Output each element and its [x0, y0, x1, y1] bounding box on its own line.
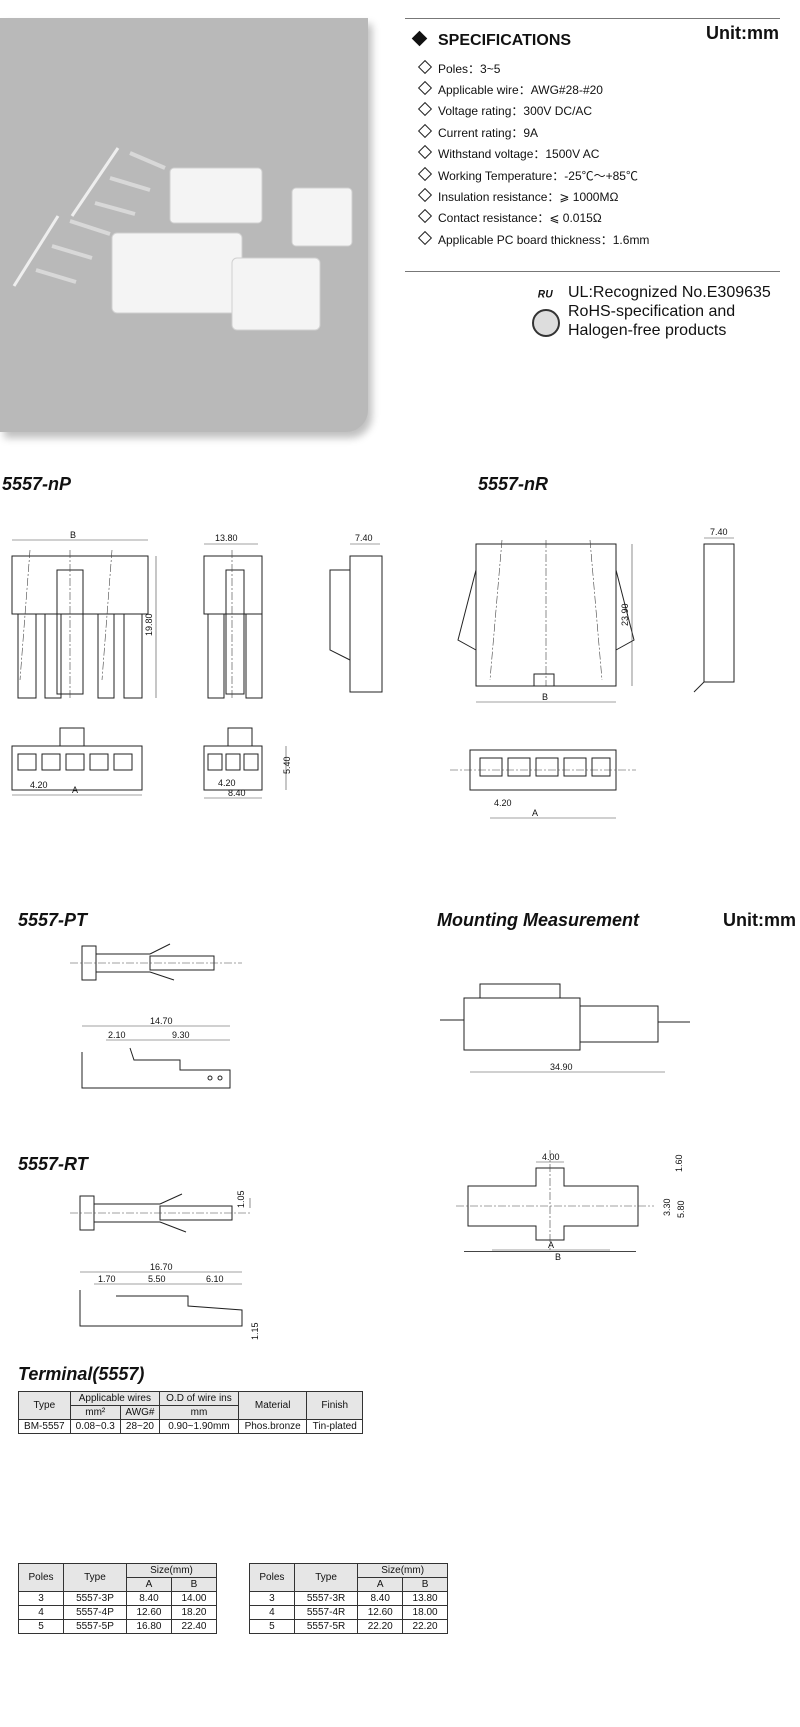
diamond-icon — [417, 230, 433, 246]
diamond-icon — [417, 123, 433, 139]
diamond-icon — [417, 101, 433, 117]
title-5557-rt: 5557-RT — [18, 1154, 88, 1174]
product-photo-panel — [0, 18, 368, 432]
svg-text:16.70: 16.70 — [150, 1262, 173, 1272]
svg-text:3.30: 3.30 — [662, 1198, 672, 1216]
svg-text:4.00: 4.00 — [542, 1152, 560, 1162]
spec-item: Poles：3~5 — [417, 59, 500, 77]
diamond-icon — [417, 59, 433, 75]
svg-text:5.40: 5.40 — [282, 756, 292, 774]
mount-unit-label: Unit:mm — [723, 910, 796, 930]
th-type: Type — [18, 1391, 71, 1420]
svg-text:4.20: 4.20 — [30, 780, 48, 790]
svg-text:34.90: 34.90 — [550, 1062, 573, 1072]
svg-text:B: B — [70, 530, 76, 540]
divider-top — [405, 18, 780, 19]
drawing-5557-rt: 1.05 16.70 1.70 5.50 6.10 1.15 — [70, 1190, 260, 1340]
svg-text:1.15: 1.15 — [250, 1322, 260, 1340]
spec-item: Current rating：9A — [417, 123, 538, 141]
svg-text:19.80: 19.80 — [144, 613, 154, 636]
diamond-icon — [417, 166, 433, 182]
drawing-5557-nr: B 23.90 7.40 4.20 A — [450, 527, 735, 819]
spec-item: Applicable wire：AWG#28-#20 — [417, 80, 603, 98]
spec-bullet-icon — [411, 30, 428, 47]
th-od: O.D of wire ins — [159, 1391, 239, 1406]
svg-text:9.30: 9.30 — [172, 1030, 190, 1040]
drawing-5557-pt: 14.70 2.10 9.30 — [70, 943, 242, 1089]
title-mounting: Mounting Measurement — [437, 910, 640, 930]
spec-item: Working Temperature：-25℃～+85℃ — [417, 166, 638, 184]
mount-dim-b: B — [555, 1252, 562, 1262]
diamond-icon — [417, 80, 433, 96]
svg-text:A: A — [548, 1240, 554, 1250]
drawing-mounting: 34.90 4.00 1.60 3.30 5.80 A — [440, 983, 690, 1251]
unit-label: Unit:mm — [706, 23, 779, 43]
spec-title: SPECIFICATIONS — [438, 32, 572, 49]
terminal-table: Type Applicable wires O.D of wire ins Ma… — [18, 1391, 363, 1434]
svg-text:1.60: 1.60 — [674, 1154, 684, 1172]
svg-text:7.40: 7.40 — [710, 527, 728, 537]
spec-item: Applicable PC board thickness：1.6mm — [417, 230, 649, 248]
spec-item: Insulation resistance：⩾ 1000MΩ — [417, 187, 618, 205]
th-material: Material — [237, 1391, 308, 1420]
spec-item: Contact resistance：⩽ 0.015Ω — [417, 208, 602, 226]
rohs-seal-icon — [532, 309, 560, 337]
svg-text:4.20: 4.20 — [494, 798, 512, 808]
title-5557-pt: 5557-PT — [18, 910, 88, 930]
th-finish: Finish — [306, 1391, 363, 1420]
connector-photo — [12, 147, 353, 331]
diamond-icon — [417, 144, 433, 160]
svg-text:2.10: 2.10 — [108, 1030, 126, 1040]
svg-text:4.20: 4.20 — [218, 778, 236, 788]
certification-text: UL:Recognized No.E309635 RoHS-specificat… — [568, 284, 771, 339]
diamond-icon — [417, 208, 433, 224]
ul-logo-icon: ᴿᵁ — [537, 288, 553, 305]
svg-text:5.80: 5.80 — [676, 1200, 686, 1218]
divider-bottom — [405, 271, 780, 272]
svg-text:6.10: 6.10 — [206, 1274, 224, 1284]
th-wires: Applicable wires — [69, 1391, 161, 1406]
svg-text:23.90: 23.90 — [620, 603, 630, 626]
svg-text:5.50: 5.50 — [148, 1274, 166, 1284]
svg-text:7.40: 7.40 — [355, 533, 373, 543]
svg-text:13.80: 13.80 — [215, 533, 238, 543]
drawing-5557-np: B 19.80 13.80 7.40 4.20 A 4.20 8.40 5.40 — [11, 530, 383, 799]
svg-text:A: A — [72, 785, 78, 795]
spec-item: Withstand voltage：1500V AC — [417, 144, 599, 162]
spec-item: Voltage rating：300V DC/AC — [417, 101, 592, 119]
title-terminal: Terminal(5557) — [18, 1364, 145, 1384]
svg-text:14.70: 14.70 — [150, 1016, 173, 1026]
mount-dim-b-line — [464, 1251, 636, 1252]
title-5557-np: 5557-nP — [2, 474, 72, 494]
svg-text:A: A — [532, 808, 538, 818]
svg-text:1.70: 1.70 — [98, 1274, 116, 1284]
svg-text:1.05: 1.05 — [236, 1190, 246, 1208]
svg-text:8.40: 8.40 — [228, 788, 246, 798]
diamond-icon — [417, 187, 433, 203]
svg-text:B: B — [542, 692, 548, 702]
title-5557-nr: 5557-nR — [478, 474, 549, 494]
table-row: BM-5557 0.08~0.3 28~20 0.90~1.90mm Phos.… — [18, 1419, 363, 1434]
